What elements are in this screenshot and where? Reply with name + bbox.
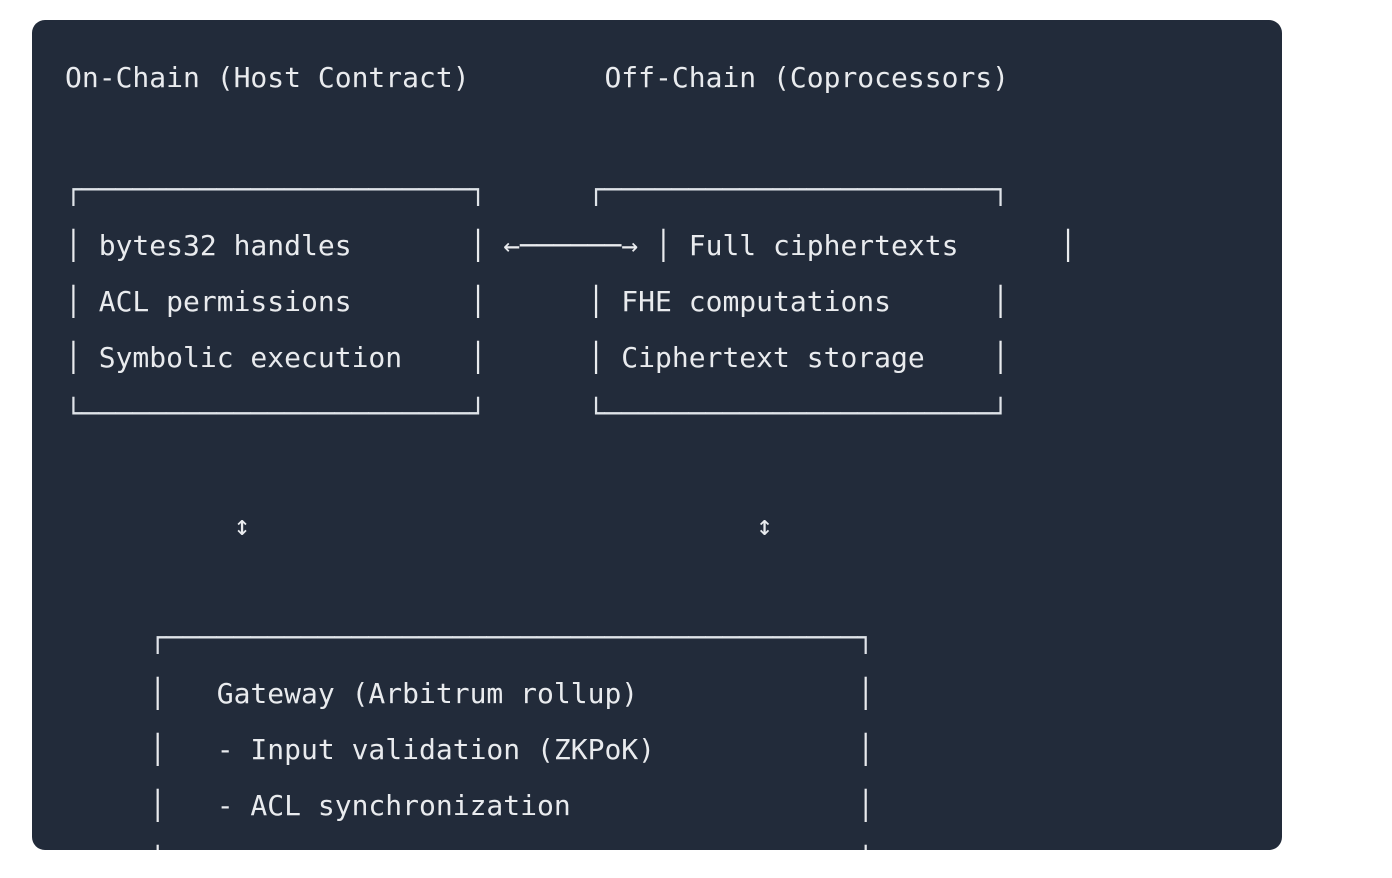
diagram-line-vertical-connectors: ↕ ↕ <box>65 509 774 542</box>
diagram-line-handles-ciphertexts: │ bytes32 handles │ ←──────→ │ Full ciph… <box>65 229 1077 262</box>
diagram-line-gateway-title: │ Gateway (Arbitrum rollup) │ <box>65 677 875 710</box>
ascii-diagram-card: On-Chain (Host Contract) Off-Chain (Copr… <box>32 20 1282 850</box>
diagram-line-symbolic-storage: │ Symbolic execution │ │ Ciphertext stor… <box>65 341 1010 374</box>
diagram-line-acl-fhe: │ ACL permissions │ │ FHE computations │ <box>65 285 1010 318</box>
diagram-line-spacer-2 <box>32 442 1282 498</box>
diagram-line-gateway-consensus: │ - Consensus orchestration │ <box>32 834 1282 850</box>
diagram-line-gateway-input-validation: │ - Input validation (ZKPoK) │ <box>65 733 875 766</box>
diagram-line-headings: On-Chain (Host Contract) Off-Chain (Copr… <box>65 61 1010 94</box>
diagram-line-spacer-3 <box>32 554 1282 610</box>
diagram-line-box-top: ┌───────────────────────┐ ┌─────────────… <box>65 173 1010 206</box>
diagram-line-box-bottom: └───────────────────────┘ └─────────────… <box>65 397 1010 430</box>
diagram-line-spacer-1 <box>32 106 1282 162</box>
diagram-line-gateway-top: ┌───────────────────────────────────────… <box>65 621 875 654</box>
diagram-line-gateway-acl-sync: │ - ACL synchronization │ <box>65 789 875 822</box>
ascii-diagram: On-Chain (Host Contract) Off-Chain (Copr… <box>32 50 1282 850</box>
